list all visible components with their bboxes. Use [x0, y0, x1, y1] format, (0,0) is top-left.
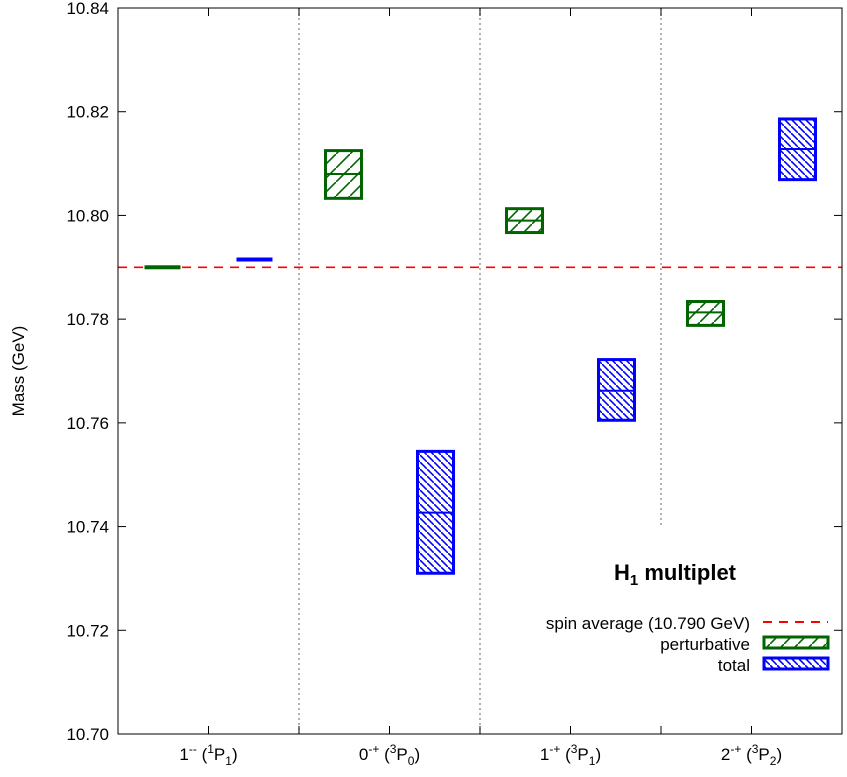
perturbative-box: [144, 265, 181, 270]
x-tick-label-letter: P: [758, 745, 769, 764]
y-axis-label: Mass (GeV): [9, 326, 28, 417]
x-tick-label-paren: (: [197, 745, 208, 764]
x-tick-label-sub: 1: [225, 754, 232, 768]
y-tick-label: 10.70: [66, 725, 109, 744]
x-tick-label-sup1: -+: [730, 742, 741, 756]
x-tick-label-letter: P: [396, 745, 407, 764]
x-tick-label-paren: (: [560, 745, 571, 764]
x-tick-label-paren: (: [379, 745, 390, 764]
y-tick-label: 10.74: [66, 518, 109, 537]
x-tick-label-sub: 0: [408, 754, 415, 768]
legend-label-spin-average: spin average (10.790 GeV): [546, 614, 750, 633]
x-tick-label-paren: (: [741, 745, 752, 764]
x-tick-label-paren: ): [414, 745, 420, 764]
x-tick-label-main: 0: [359, 745, 368, 764]
x-tick-label-main: 2: [721, 745, 730, 764]
total-box: [236, 257, 273, 262]
x-tick-label-paren-sup: 3: [571, 742, 578, 756]
x-tick-label: 0-+ (3P0): [359, 742, 420, 768]
x-tick-label-sup1: --: [189, 742, 197, 756]
x-tick-label-sup1: -+: [549, 742, 560, 756]
y-tick-label: 10.82: [66, 103, 109, 122]
x-tick-label-letter: P: [214, 745, 225, 764]
x-tick-label-sub: 2: [770, 754, 777, 768]
x-tick-label-letter: P: [577, 745, 588, 764]
y-tick-label: 10.78: [66, 310, 109, 329]
x-tick-label-paren-sup: 1: [207, 742, 214, 756]
legend-swatch-perturbative: [762, 635, 830, 650]
x-tick-label-paren-sup: 3: [752, 742, 759, 756]
x-tick-label: 2-+ (3P2): [721, 742, 782, 768]
x-tick-label: 1-+ (3P1): [540, 742, 601, 768]
x-tick-label-sup1: -+: [368, 742, 379, 756]
y-tick-label: 10.84: [66, 0, 109, 18]
x-tick-label-sub: 1: [589, 754, 596, 768]
x-tick-label-paren: ): [232, 745, 238, 764]
x-tick-label-paren: ): [595, 745, 601, 764]
perturbative-box: [686, 300, 725, 327]
x-tick-label-main: 1: [179, 745, 188, 764]
x-tick-label-paren-sup: 3: [390, 742, 397, 756]
x-tick-label-paren: ): [776, 745, 782, 764]
legend-title: H1 multiplet: [614, 560, 737, 589]
x-tick-label: 1-- (1P1): [179, 742, 237, 768]
legend-swatch-total: [762, 656, 830, 671]
legend-label-perturbative: perturbative: [660, 635, 750, 654]
y-tick-label: 10.76: [66, 414, 109, 433]
legend: H1 multiplet spin average (10.790 GeV) p…: [546, 560, 830, 675]
legend-label-total: total: [718, 656, 750, 675]
x-tick-label-main: 1: [540, 745, 549, 764]
y-tick-label: 10.80: [66, 206, 109, 225]
y-tick-label: 10.72: [66, 621, 109, 640]
